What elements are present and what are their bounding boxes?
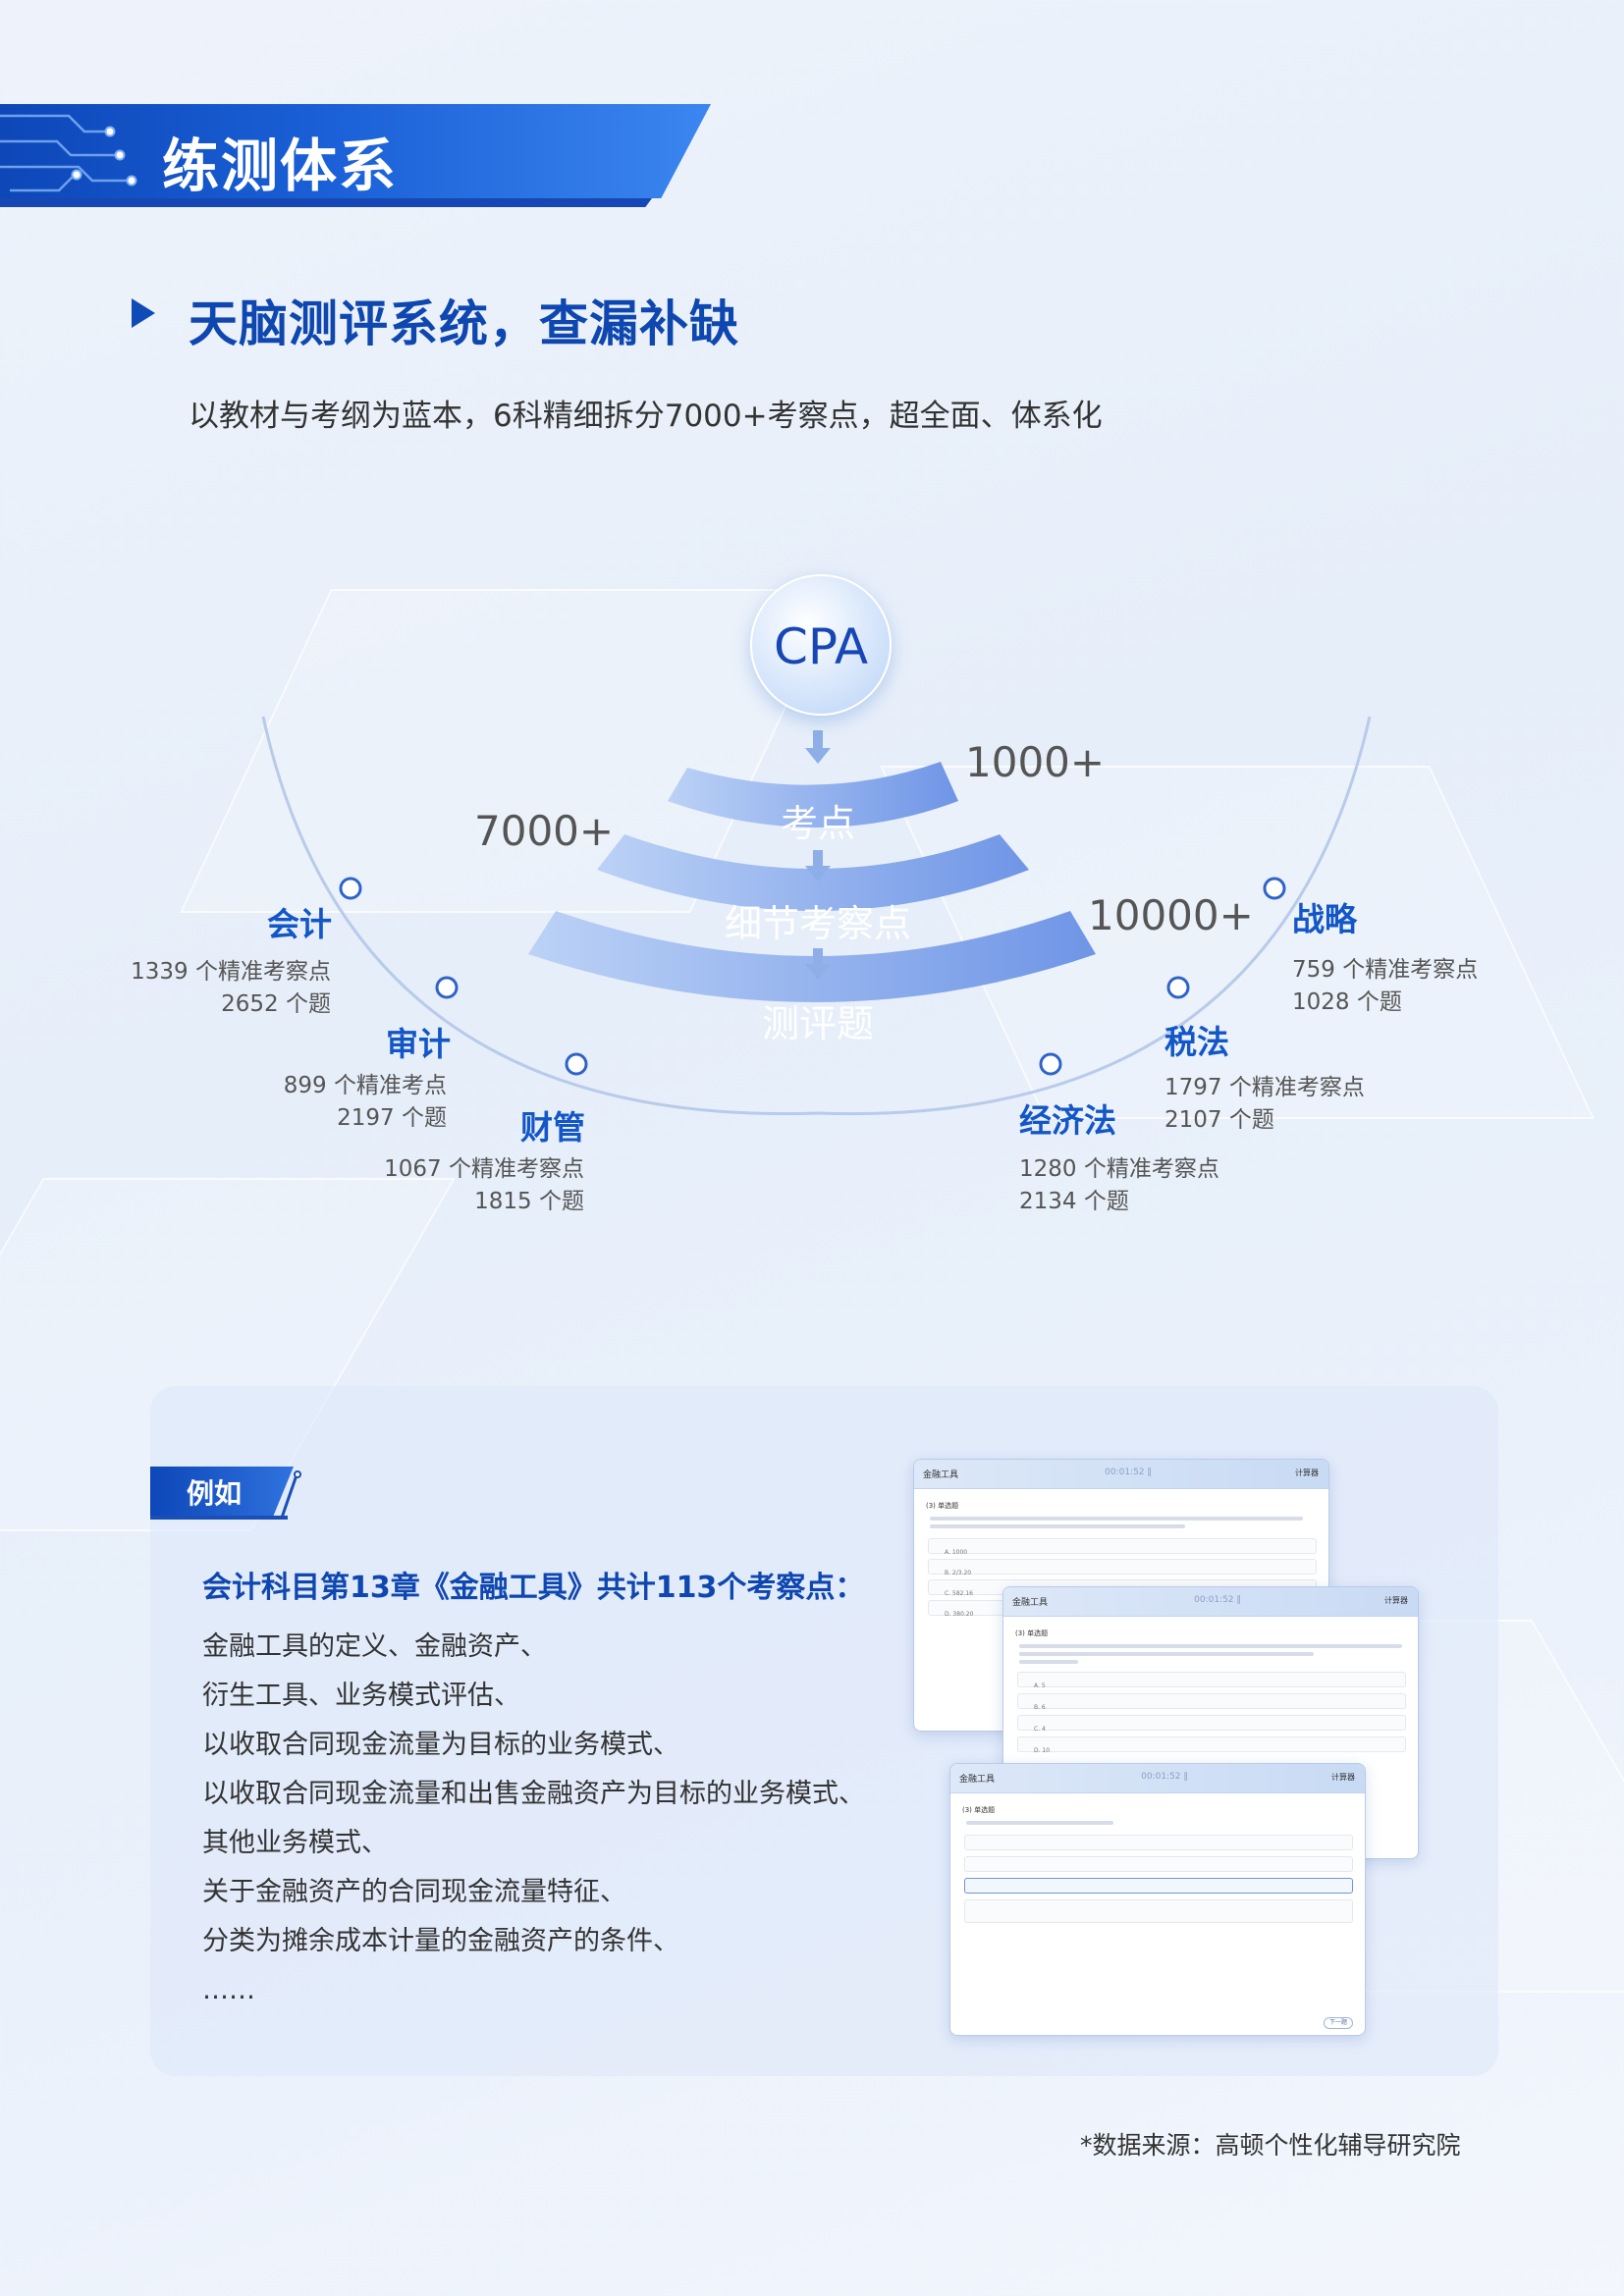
section-intro: 以教材与考纲为蓝本，6科精细拆分7000+考察点，超全面、体系化	[189, 399, 1103, 434]
node-shenji	[435, 976, 459, 999]
quiz-screenshot-header: 金融工具 00:01:52 ‖ 计算器	[914, 1460, 1328, 1489]
subject-questions: 2107 个题	[1164, 1107, 1274, 1133]
list-item: 其他业务模式、	[202, 1828, 388, 1858]
tag-slash-decoration	[280, 1470, 301, 1519]
answer-option: A. 5	[1017, 1672, 1406, 1689]
question-text-line	[966, 1821, 1113, 1825]
subject-questions: 1028 个题	[1292, 989, 1402, 1015]
example-heading: 会计科目第13章《金融工具》共计113个考察点：	[202, 1571, 865, 1605]
calculator-label: 计算器	[1331, 1773, 1355, 1782]
subject-points: 1797 个精准考察点	[1164, 1075, 1365, 1100]
quiz-screenshot: 金融工具 00:01:52 ‖ 计算器 (3) 单选题 下一题	[949, 1763, 1366, 2036]
quiz-screenshot-title: 金融工具	[1012, 1598, 1049, 1608]
answer-option: B. 6	[1017, 1693, 1406, 1711]
list-item: 以收取合同现金流量和出售金融资产为目标的业务模式、	[202, 1779, 865, 1809]
example-tag	[150, 1467, 294, 1516]
subject-name: 财管	[520, 1108, 585, 1147]
answer-option: C. 4	[1017, 1715, 1406, 1733]
list-item: 以收取合同现金流量为目标的业务模式、	[202, 1730, 679, 1760]
section-title: 天脑测评系统，查漏补缺	[189, 295, 739, 352]
subject-kuaiji: 会计	[98, 898, 334, 945]
list-item: 分类为摊余成本计量的金融资产的条件、	[202, 1926, 679, 1956]
cpa-circle	[750, 574, 892, 716]
quiz-screenshot-title: 金融工具	[959, 1775, 996, 1785]
quiz-screenshot-header: 金融工具 00:01:52 ‖ 计算器	[1003, 1587, 1418, 1617]
answer-option	[964, 1899, 1353, 1923]
count-xijie: 7000+	[474, 807, 615, 855]
quiz-timer: 00:01:52 ‖	[1105, 1468, 1152, 1477]
question-text-line	[930, 1524, 1185, 1528]
next-question-button: 下一题	[1324, 2017, 1353, 2029]
subject-name: 会计	[267, 905, 332, 943]
node-jingjifa	[1039, 1052, 1062, 1076]
answer-option: A. 1000	[928, 1538, 1317, 1556]
subject-points: 1339 个精准考察点	[131, 959, 331, 985]
question-text-line	[1019, 1644, 1402, 1648]
list-item: 金融工具的定义、金融资产、	[202, 1631, 547, 1662]
subject-questions: 1815 个题	[474, 1189, 584, 1214]
subject-arc-line	[261, 716, 1372, 1116]
subject-points: 759 个精准考察点	[1292, 957, 1479, 983]
funnel-layer-label: 考点	[780, 802, 855, 845]
count-cepingti: 10000+	[1088, 891, 1254, 939]
subject-points: 899 个精准考点	[283, 1073, 447, 1098]
node-caiguan	[565, 1052, 588, 1076]
subject-name: 审计	[386, 1025, 451, 1063]
calculator-label: 计算器	[1384, 1596, 1408, 1605]
funnel-diagram	[261, 716, 1372, 1116]
count-kaodian: 1000+	[965, 738, 1106, 786]
cpa-label: CPA	[773, 618, 869, 675]
down-arrow-icon	[805, 948, 831, 980]
answer-option-selected	[964, 1878, 1353, 1894]
example-list: 金融工具的定义、金融资产、 衍生工具、业务模式评估、 以收取合同现金流量为目标的…	[202, 1626, 865, 2018]
node-zhanlue	[1263, 877, 1286, 900]
list-item: 衍生工具、业务模式评估、	[202, 1681, 520, 1711]
subject-name: 经济法	[1019, 1101, 1116, 1140]
quiz-timer: 00:01:52 ‖	[1141, 1772, 1188, 1782]
answer-option: B. 2/3.20	[928, 1559, 1317, 1576]
question-type: (3) 单选题	[1015, 1629, 1049, 1637]
quiz-timer: 00:01:52 ‖	[1194, 1595, 1241, 1605]
list-item: 关于金融资产的合同现金流量特征、	[202, 1877, 626, 1907]
node-shuifa	[1166, 976, 1190, 999]
list-item: ……	[202, 1975, 255, 2005]
down-arrow-icon	[805, 850, 831, 881]
down-arrow-icon	[805, 730, 831, 764]
header-banner-underline	[0, 198, 652, 207]
subject-questions: 2197 个题	[337, 1105, 447, 1131]
data-source-note: *数据来源：高顿个性化辅导研究院	[1080, 2131, 1461, 2160]
answer-option: D. 10	[1017, 1736, 1406, 1754]
example-tag-label: 例如	[187, 1477, 243, 1510]
answer-option	[964, 1835, 1353, 1850]
calculator-label: 计算器	[1295, 1468, 1319, 1477]
funnel-band-kaodian	[668, 762, 958, 828]
subject-name: 战略	[1292, 900, 1357, 938]
triangle-bullet-icon	[132, 298, 155, 328]
circuit-decoration	[0, 114, 137, 192]
answer-option	[964, 1856, 1353, 1872]
question-type: (3) 单选题	[926, 1502, 959, 1510]
subject-name: 税法	[1164, 1023, 1229, 1061]
question-type: (3) 单选题	[962, 1806, 996, 1814]
funnel-layer-label: 测评题	[761, 1002, 874, 1045]
subject-points: 1067 个精准考察点	[384, 1156, 584, 1182]
subject-questions: 2134 个题	[1019, 1189, 1129, 1214]
node-kuaiji	[339, 877, 362, 900]
subject-points: 1280 个精准考察点	[1019, 1156, 1219, 1182]
example-tag-underline	[150, 1516, 288, 1520]
funnel-layer-label: 细节考察点	[724, 902, 911, 945]
question-text-line	[1019, 1660, 1078, 1664]
question-text-line	[1019, 1652, 1314, 1656]
quiz-screenshot-title: 金融工具	[923, 1470, 959, 1480]
page-title: 练测体系	[162, 133, 399, 199]
question-text-line	[930, 1517, 1303, 1521]
funnel-band-cepingti	[528, 911, 1096, 1002]
quiz-screenshot-header: 金融工具 00:01:52 ‖ 计算器	[950, 1764, 1365, 1793]
subject-questions: 2652 个题	[221, 991, 331, 1017]
